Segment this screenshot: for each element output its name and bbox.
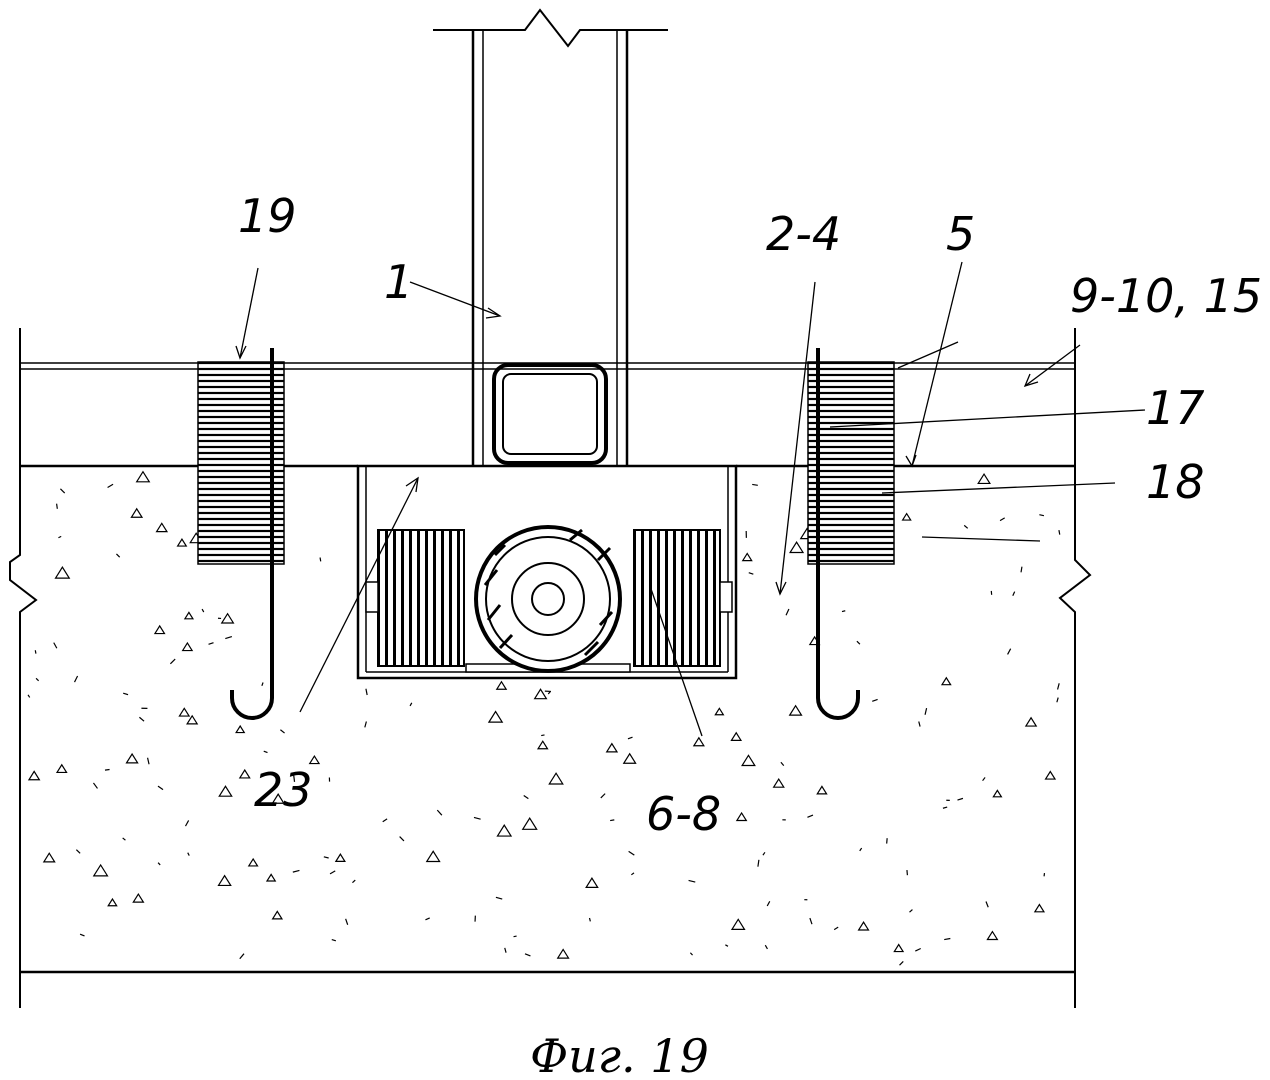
callout-post: 1 [384,255,413,309]
callout-housing: 23 [254,763,313,817]
springs-left [365,529,465,667]
callout-profile-edge: 5 [946,207,975,261]
callout-insert-upper: 17 [1146,381,1205,435]
callout-beam: 9-10, 15 [1070,269,1262,323]
callout-anchor-left: 19 [238,189,297,243]
anchor-right [807,348,895,720]
callout-concrete-block: 2-4 [766,207,841,261]
anchor-left [197,348,285,720]
callout-insert-lower: 18 [1146,455,1205,509]
figure-caption: Фиг. 19 [530,1029,709,1080]
vertical-post [433,8,668,466]
callouts: 19 1 2-4 5 9-10, 15 17 18 23 6-8 [238,189,1262,841]
concrete-aggregate-texture [27,470,1061,966]
springs-right [633,529,733,667]
callout-springs: 6-8 [646,787,721,841]
frame-lines [9,328,1092,1008]
leader-lines [235,261,1146,737]
roller [474,525,622,673]
